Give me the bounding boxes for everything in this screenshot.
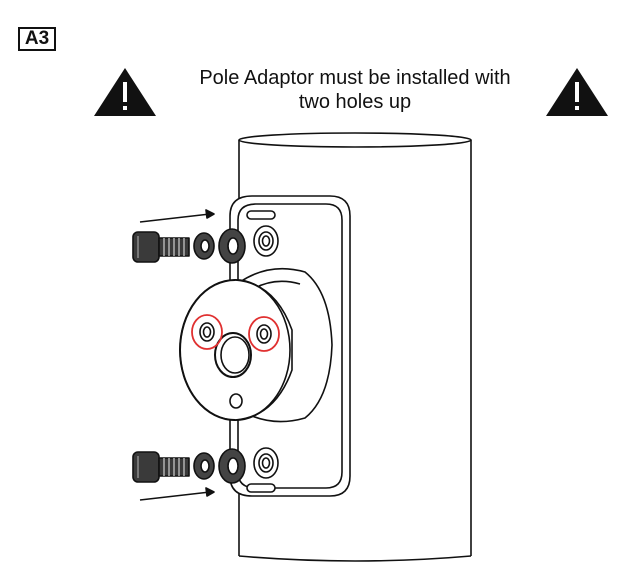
warning-triangle-icon-right — [546, 68, 608, 116]
pole-adaptor-disc — [179, 279, 293, 421]
upper-hardware — [132, 209, 279, 264]
highlight-circle-left — [191, 314, 223, 350]
lower-bolt-icon — [132, 451, 190, 483]
highlight-circle-right — [248, 316, 280, 352]
warning-triangle-icon-left — [94, 68, 156, 116]
highlight-circles — [191, 314, 280, 352]
warning-line-2: two holes up — [298, 91, 412, 113]
upper-bolt-icon — [132, 231, 190, 263]
warning-message: Pole Adaptor must be installed with two … — [160, 66, 550, 114]
step-label: A3 — [18, 27, 56, 51]
lower-hardware — [132, 447, 279, 501]
warning-line-1: Pole Adaptor must be installed with — [199, 67, 511, 89]
